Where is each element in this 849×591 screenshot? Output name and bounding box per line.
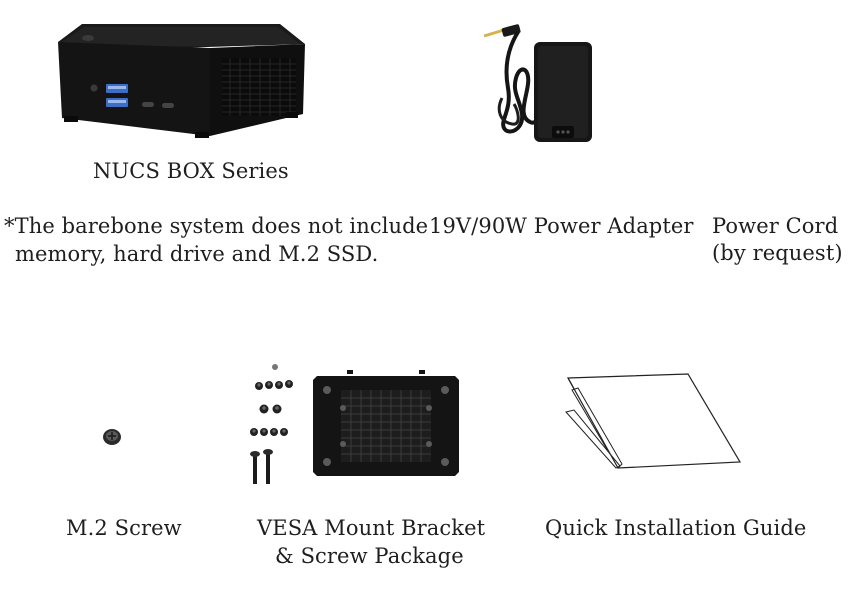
m2-screw-label: M.2 Screw	[66, 516, 182, 540]
power-adapter-label: 19V/90W Power Adapter	[429, 214, 694, 238]
quick-guide-label: Quick Installation Guide	[545, 516, 807, 540]
power-cord-note: (by request)	[712, 241, 843, 265]
vesa-bracket-label: VESA Mount Bracket	[257, 516, 486, 540]
m2-screw-image	[103, 429, 121, 445]
vesa-bracket-image	[313, 370, 459, 476]
nucs-box-image	[58, 24, 305, 138]
quick-guide-image	[565, 373, 742, 469]
screw-package-image	[250, 364, 293, 484]
nucs-box-label: NUCS BOX Series	[93, 159, 289, 183]
power-cord-label: Power Cord	[712, 214, 839, 238]
power-adapter-image	[483, 24, 592, 142]
barebone-note-line2: memory, hard drive and M.2 SSD.	[15, 242, 379, 266]
barebone-note-line1: *The barebone system does not include	[4, 214, 429, 238]
vesa-bracket-note: & Screw Package	[275, 544, 464, 568]
